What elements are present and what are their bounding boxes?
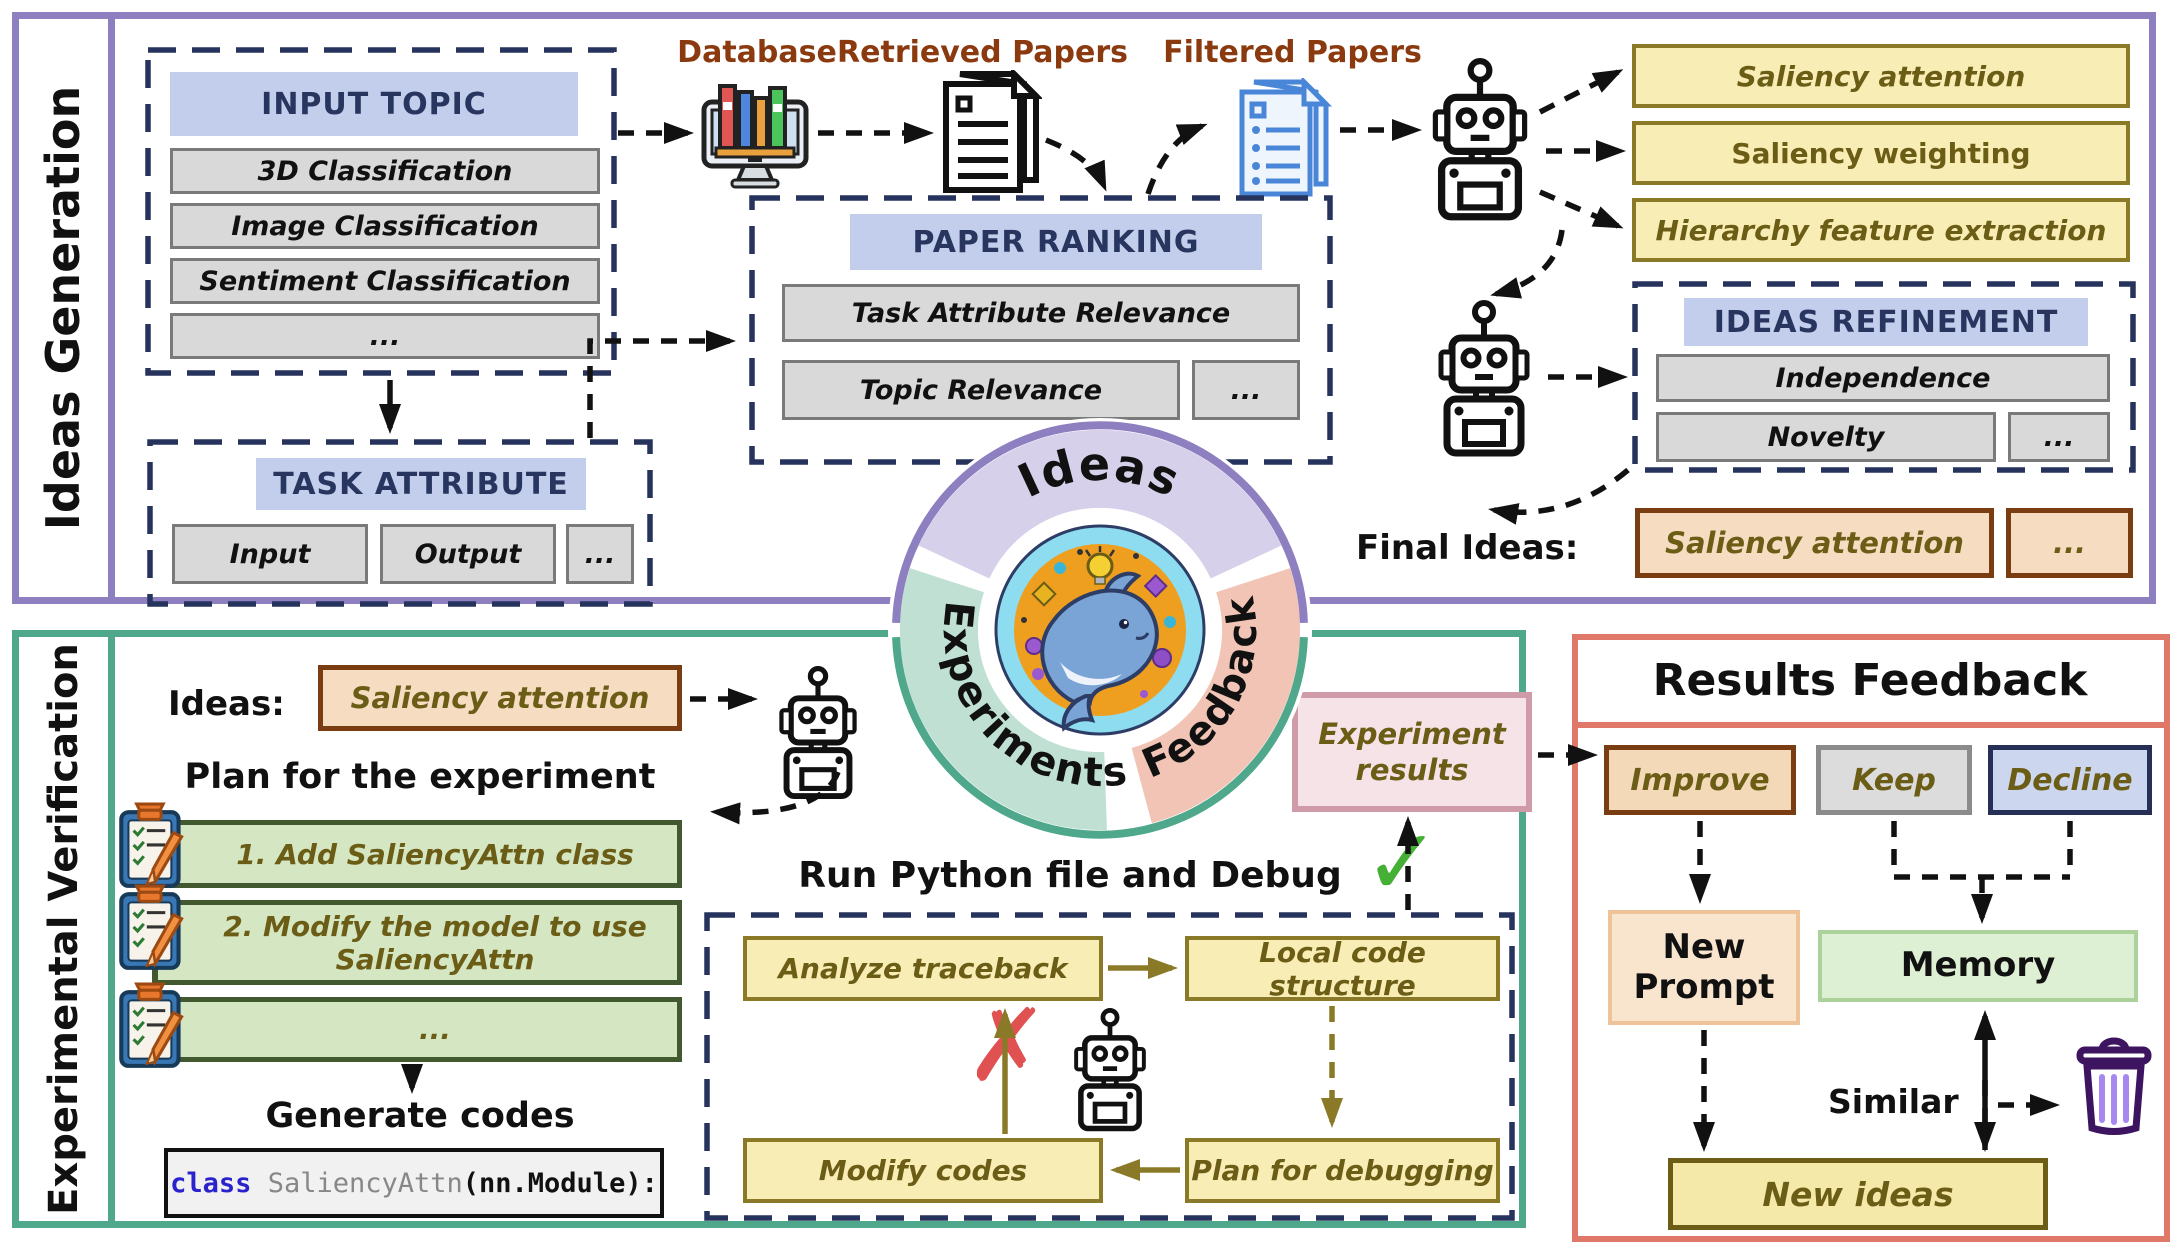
ideas-generation-label: Ideas Generation: [36, 85, 91, 531]
experimental-verification-label: Experimental Verification: [40, 643, 87, 1215]
generate-codes-title: Generate codes: [265, 1096, 575, 1136]
task-attribute-row: Output: [380, 524, 556, 584]
input-topic-row: Image Classification: [170, 203, 600, 249]
retrieved-papers-label: Retrieved Papers: [837, 34, 1128, 70]
task-attribute-row: ...: [566, 524, 634, 584]
ideas-refinement-row: ...: [2008, 412, 2110, 462]
plan-step-box: 2. Modify the model to use SaliencyAttn: [152, 900, 682, 985]
new-ideas-box: New ideas: [1668, 1158, 2048, 1230]
plan-step-box: ...: [152, 997, 682, 1062]
database-label: Database: [677, 34, 837, 70]
paper-ranking-row: Topic Relevance: [782, 360, 1180, 420]
final-ideas-label: Final Ideas:: [1356, 528, 1579, 568]
final-idea-more-box: ...: [2006, 508, 2133, 578]
similar-label: Similar: [1828, 1082, 1959, 1121]
paper-ranking-row: ...: [1192, 360, 1300, 420]
generated-code-box: class SaliencyAttn(nn.Module):: [164, 1148, 664, 1218]
ideas-generation-label-strip: Ideas Generation: [19, 19, 115, 597]
success-check-icon: ✓: [1363, 808, 1441, 916]
plan-rail: [152, 820, 158, 1062]
results-feedback-divider: [1578, 722, 2164, 728]
experimental-verification-panel: [12, 630, 1526, 1228]
task-attribute-row: Input: [172, 524, 368, 584]
ideas-refinement-row: Novelty: [1656, 412, 1996, 462]
generated-idea-box: Saliency weighting: [1632, 121, 2130, 185]
failure-cross-icon: ✗: [965, 986, 1049, 1104]
filtered-papers-label: Filtered Papers: [1163, 34, 1422, 70]
input-topic-header: INPUT TOPIC: [170, 72, 578, 136]
decline-box: Decline: [1988, 745, 2152, 815]
experiment-results-box: Experiment results: [1292, 692, 1532, 812]
task-attribute-header: TASK ATTRIBUTE: [256, 458, 586, 510]
debug-box: Modify codes: [743, 1138, 1103, 1203]
verification-idea-box: Saliency attention: [318, 665, 682, 731]
paper-ranking-header: PAPER RANKING: [850, 214, 1262, 270]
generated-idea-box: Saliency attention: [1632, 44, 2130, 108]
debug-box: Local code structure: [1185, 936, 1500, 1002]
keep-box: Keep: [1816, 745, 1972, 815]
debug-title: Run Python file and Debug: [798, 854, 1342, 896]
ideas-refinement-header: IDEAS REFINEMENT: [1684, 298, 2088, 346]
plan-title: Plan for the experiment: [184, 757, 656, 797]
memory-box: Memory: [1818, 930, 2138, 1002]
input-topic-row: ...: [170, 313, 600, 359]
code-keyword: class: [170, 1167, 252, 1199]
results-feedback-title: Results Feedback: [1652, 654, 2088, 706]
new-prompt-box: New Prompt: [1608, 910, 1800, 1025]
input-topic-row: Sentiment Classification: [170, 258, 600, 304]
improve-box: Improve: [1604, 745, 1796, 815]
paper-ranking-row: Task Attribute Relevance: [782, 284, 1300, 342]
generated-idea-box: Hierarchy feature extraction: [1632, 198, 2130, 262]
experimental-verification-label-strip: Experimental Verification: [19, 637, 115, 1221]
code-rest: (nn.Module):: [462, 1167, 658, 1199]
results-feedback-panel: [1572, 634, 2170, 1242]
input-topic-row: 3D Classification: [170, 148, 600, 194]
debug-box: Plan for debugging: [1185, 1138, 1500, 1203]
ideas-caption: Ideas:: [168, 684, 285, 724]
code-classname: SaliencyAttn: [251, 1167, 463, 1199]
ideas-refinement-row: Independence: [1656, 354, 2110, 402]
final-idea-box: Saliency attention: [1635, 508, 1994, 578]
plan-step-box: 1. Add SaliencyAttn class: [152, 820, 682, 888]
